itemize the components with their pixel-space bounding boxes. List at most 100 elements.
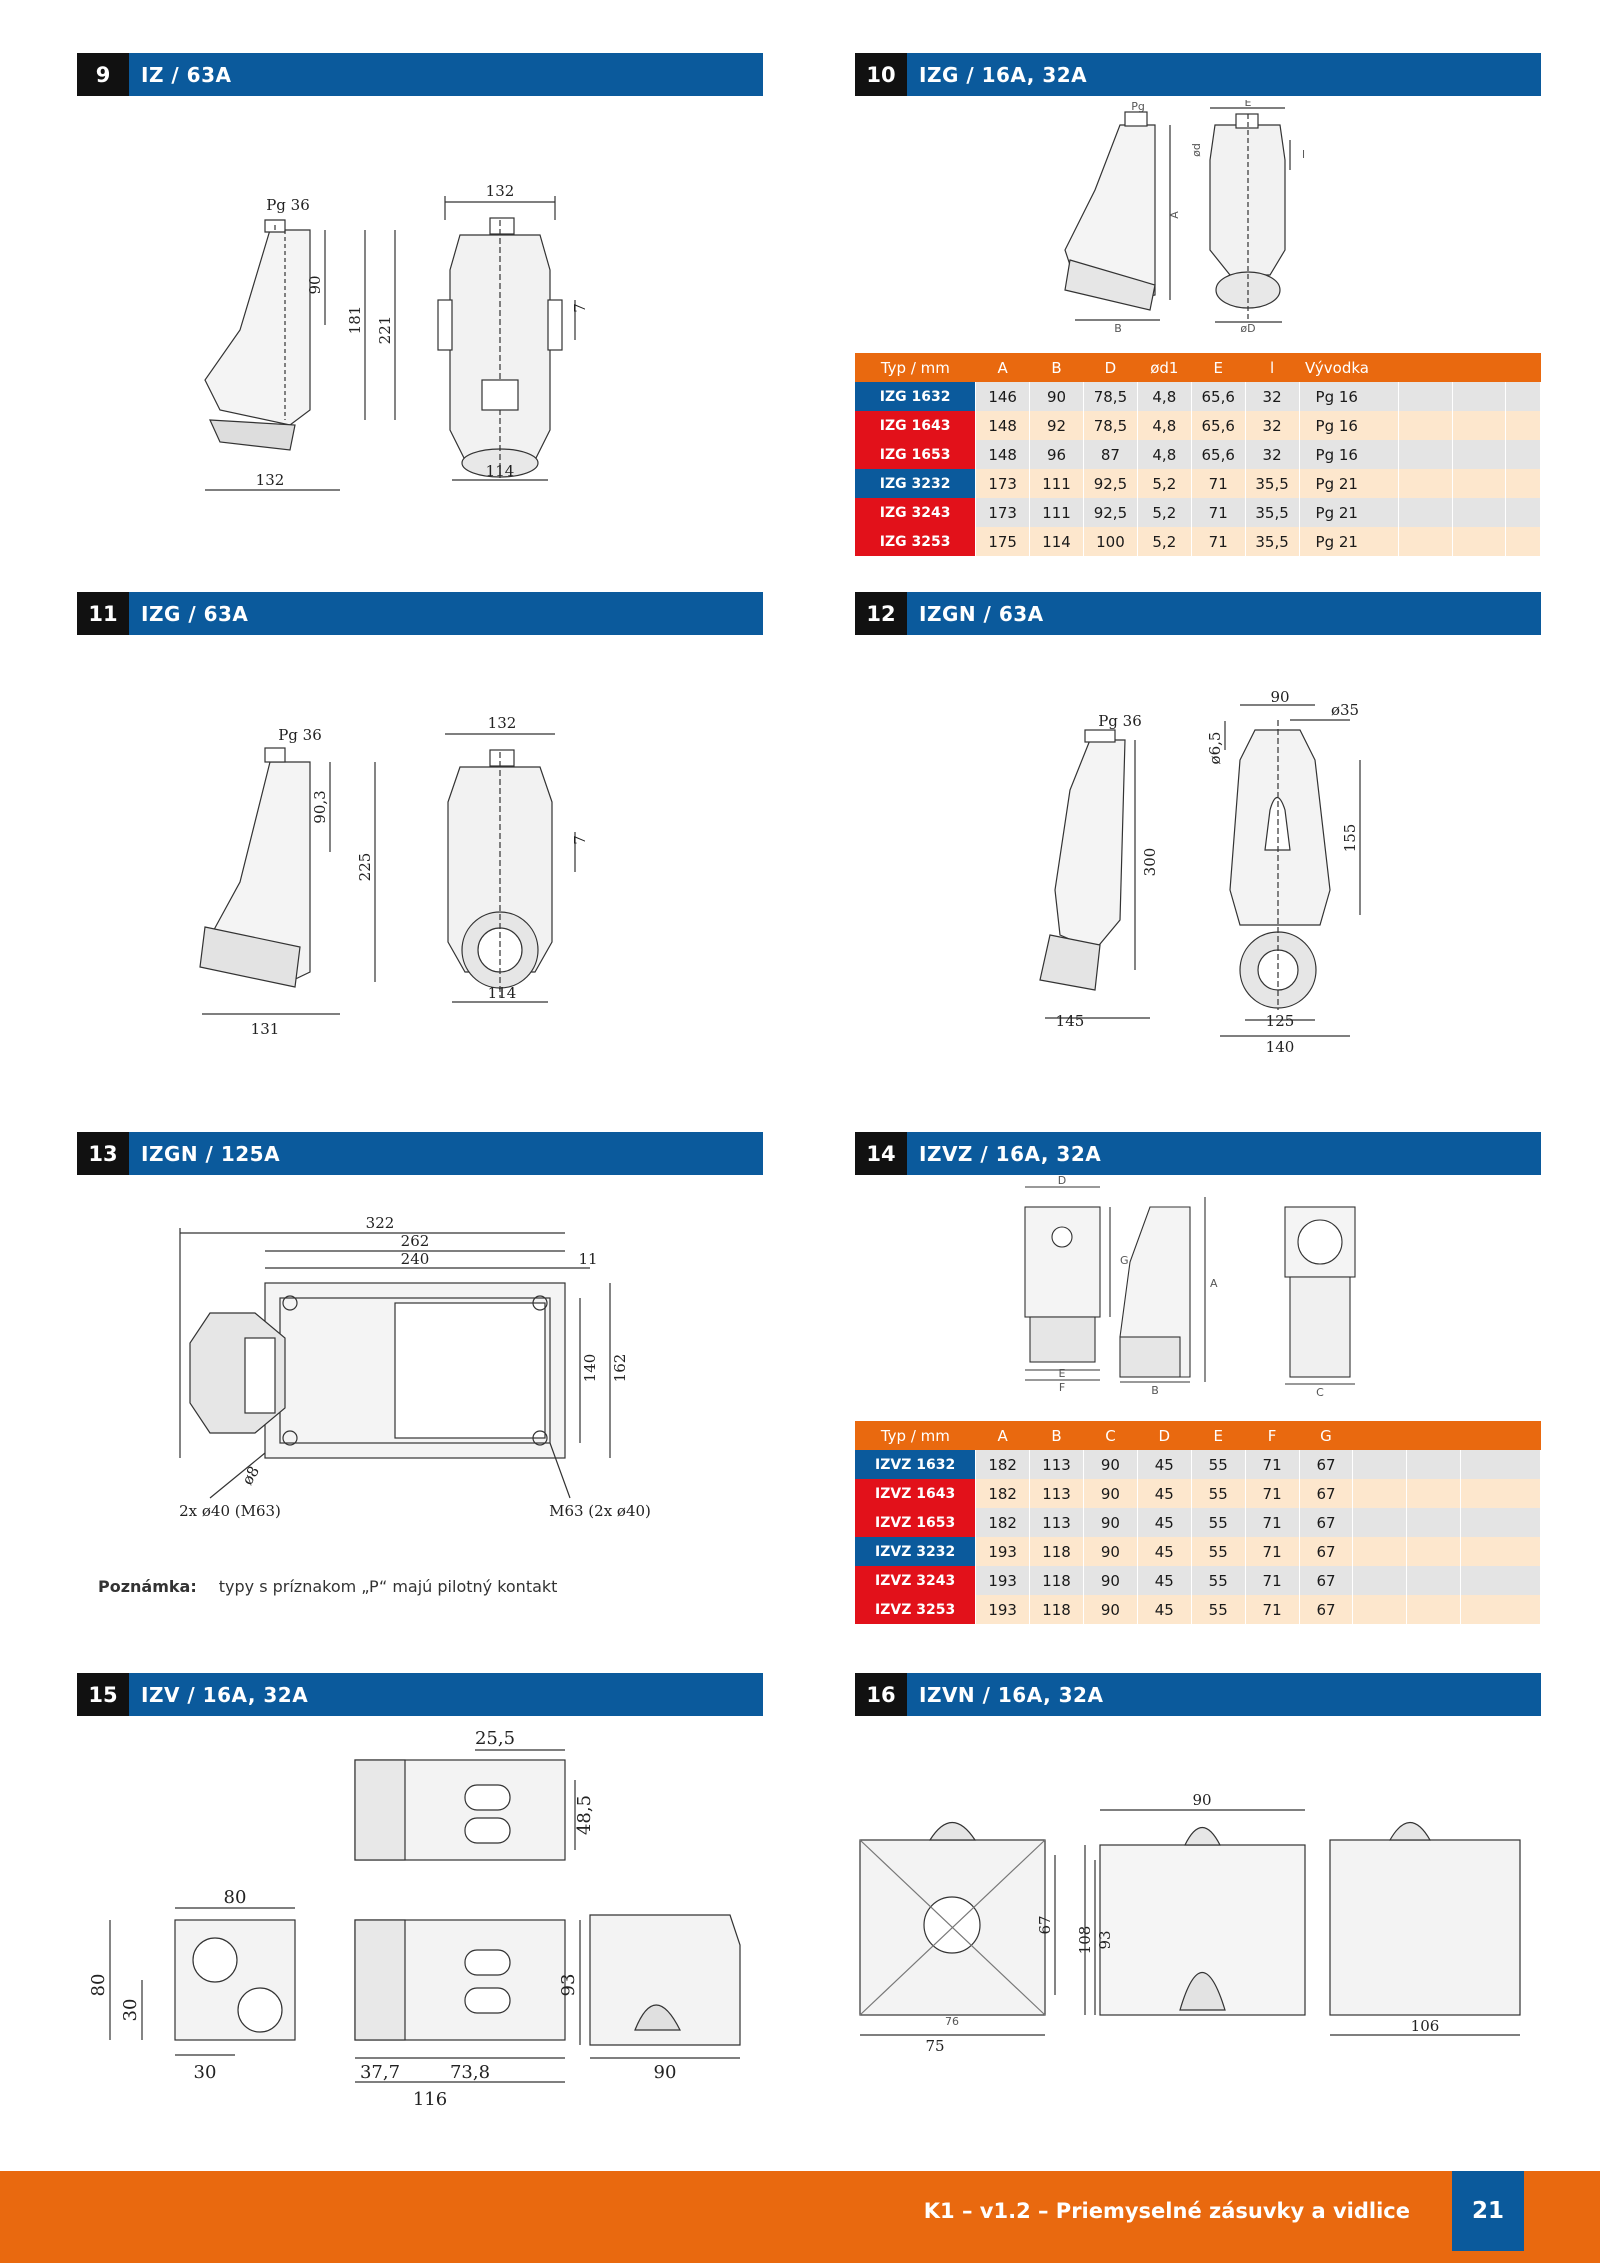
value-cell: 71 xyxy=(1245,1566,1300,1595)
type-cell: IZVZ 1643 xyxy=(855,1479,977,1508)
dim-pg: Pg 36 xyxy=(278,726,322,744)
dim-221: 221 xyxy=(376,316,394,345)
dim-o8: ø8 xyxy=(238,1463,263,1488)
dim-90: 90 xyxy=(654,2062,677,2083)
section-header-16: 16 IZVN / 16A, 32A xyxy=(855,1673,1541,1716)
empty-cell xyxy=(1406,1508,1462,1537)
col-header: E xyxy=(1191,1421,1246,1450)
value-cell: 193 xyxy=(975,1537,1031,1566)
section-title: IZVN / 16A, 32A xyxy=(919,1682,1104,1707)
label-2x-o40-m63: 2x ø40 (M63) xyxy=(179,1502,281,1520)
section-header-11: 11 IZG / 63A xyxy=(77,592,763,635)
note: Poznámka:typy s príznakom „P“ majú pilot… xyxy=(98,1577,557,1596)
value-cell: 65,6 xyxy=(1191,440,1246,469)
value-cell: 118 xyxy=(1029,1537,1084,1566)
value-cell: 55 xyxy=(1191,1479,1246,1508)
dim-30-horizontal: 30 xyxy=(194,2062,217,2083)
value-cell: 35,5 xyxy=(1245,469,1300,498)
table-header-row: Typ / mm A B C D E F G xyxy=(855,1421,1541,1450)
dim-90: 90 xyxy=(1192,1791,1211,1809)
value-cell: 96 xyxy=(1029,440,1084,469)
value-cell: 71 xyxy=(1245,1508,1300,1537)
footer-title: K1 – v1.2 – Priemyselné zásuvky a vidlic… xyxy=(923,2199,1410,2223)
dim-73-8: 73,8 xyxy=(450,2062,490,2083)
empty-cell xyxy=(1406,1537,1462,1566)
dim-od: ød xyxy=(1190,143,1203,157)
empty-cell xyxy=(1505,440,1541,469)
dim-132-top: 132 xyxy=(486,182,515,200)
dim-93: 93 xyxy=(558,1974,579,1997)
section-title: IZG / 63A xyxy=(141,601,249,626)
value-cell: 90 xyxy=(1083,1537,1138,1566)
value-cell: Pg 16 xyxy=(1299,440,1399,469)
value-cell: 55 xyxy=(1191,1508,1246,1537)
dim-o6-5: ø6,5 xyxy=(1206,732,1224,765)
value-cell: 4,8 xyxy=(1137,411,1192,440)
value-cell: 32 xyxy=(1245,440,1300,469)
col-header: F xyxy=(1245,1421,1300,1450)
type-cell: IZG 3253 xyxy=(855,527,977,556)
type-cell: IZG 3243 xyxy=(855,498,977,527)
dim-75: 75 xyxy=(925,2037,944,2055)
value-cell: 71 xyxy=(1191,498,1246,527)
section-number: 14 xyxy=(855,1132,907,1175)
empty-cell xyxy=(1452,527,1507,556)
dim-322: 322 xyxy=(366,1214,395,1232)
value-cell: 182 xyxy=(975,1479,1031,1508)
value-cell: 111 xyxy=(1029,498,1084,527)
dim-114: 114 xyxy=(488,984,517,1002)
dim-e: E xyxy=(1059,1367,1066,1380)
value-cell: 65,6 xyxy=(1191,382,1246,411)
empty-cell xyxy=(1406,1595,1462,1624)
col-header: D xyxy=(1137,1421,1192,1450)
value-cell: 193 xyxy=(975,1595,1031,1624)
value-cell: 67 xyxy=(1299,1595,1354,1624)
col-header: ød1 xyxy=(1137,353,1192,382)
dim-f: F xyxy=(1059,1381,1065,1394)
empty-cell xyxy=(1398,469,1453,498)
value-cell: 32 xyxy=(1245,411,1300,440)
label-m63-2x-o40: M63 (2x ø40) xyxy=(549,1502,651,1520)
empty-cell xyxy=(1460,1595,1541,1624)
dim-pg: Pg 36 xyxy=(266,196,310,214)
value-cell: 45 xyxy=(1137,1566,1192,1595)
value-cell: 4,8 xyxy=(1137,382,1192,411)
dim-7: 7 xyxy=(571,303,589,313)
dim-37-7: 37,7 xyxy=(360,2062,400,2083)
dim-b: B xyxy=(1114,322,1122,332)
value-cell: 173 xyxy=(975,469,1031,498)
col-header: Vývodka xyxy=(1299,353,1399,382)
dim-132-bottom: 132 xyxy=(256,471,285,489)
empty-cell xyxy=(1352,1479,1408,1508)
value-cell: 118 xyxy=(1029,1566,1084,1595)
type-cell: IZG 1643 xyxy=(855,411,977,440)
dim-b: B xyxy=(1151,1384,1159,1397)
dim-c: C xyxy=(1316,1386,1324,1399)
value-cell: 5,2 xyxy=(1137,469,1192,498)
section-number: 9 xyxy=(77,53,129,96)
value-cell: 32 xyxy=(1245,382,1300,411)
dim-a: A xyxy=(1210,1277,1218,1290)
table-header-row: Typ / mm A B D ød1 E l Vývodka xyxy=(855,353,1541,382)
dim-114: 114 xyxy=(486,462,515,480)
type-cell: IZVZ 3253 xyxy=(855,1595,977,1624)
value-cell: 67 xyxy=(1299,1508,1354,1537)
value-cell: 175 xyxy=(975,527,1031,556)
value-cell: 5,2 xyxy=(1137,527,1192,556)
value-cell: 148 xyxy=(975,440,1031,469)
col-header: A xyxy=(975,353,1030,382)
type-cell: IZVZ 3232 xyxy=(855,1537,977,1566)
value-cell: 113 xyxy=(1029,1508,1084,1537)
value-cell: 5,2 xyxy=(1137,498,1192,527)
type-cell: IZG 3232 xyxy=(855,469,977,498)
iz-63a-drawing: Pg 36 90 181 221 132 7 132 114 xyxy=(190,180,660,500)
dim-l: l xyxy=(1302,148,1305,161)
empty-cell xyxy=(1352,1508,1408,1537)
value-cell: 92 xyxy=(1029,411,1084,440)
